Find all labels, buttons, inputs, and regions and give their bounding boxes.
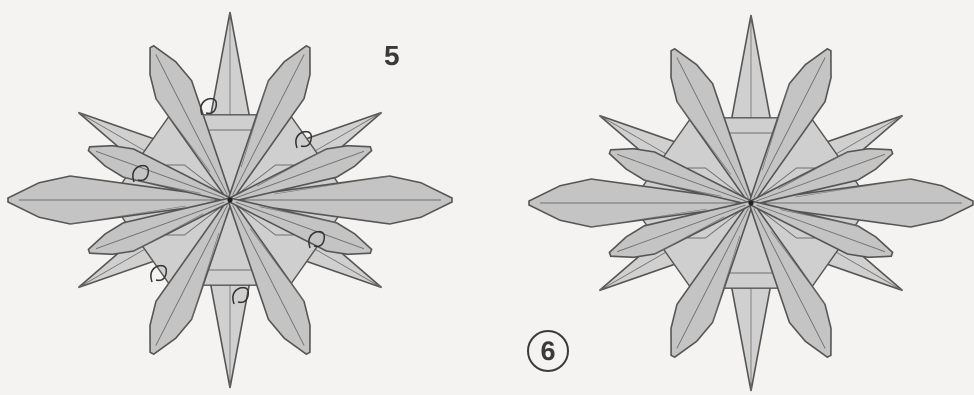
step-number-5: 5	[384, 40, 400, 72]
centre-point	[227, 197, 232, 202]
snowflake-model-6	[529, 15, 973, 391]
centre-point	[748, 200, 753, 205]
step-number-6-circled: 6	[527, 330, 569, 372]
